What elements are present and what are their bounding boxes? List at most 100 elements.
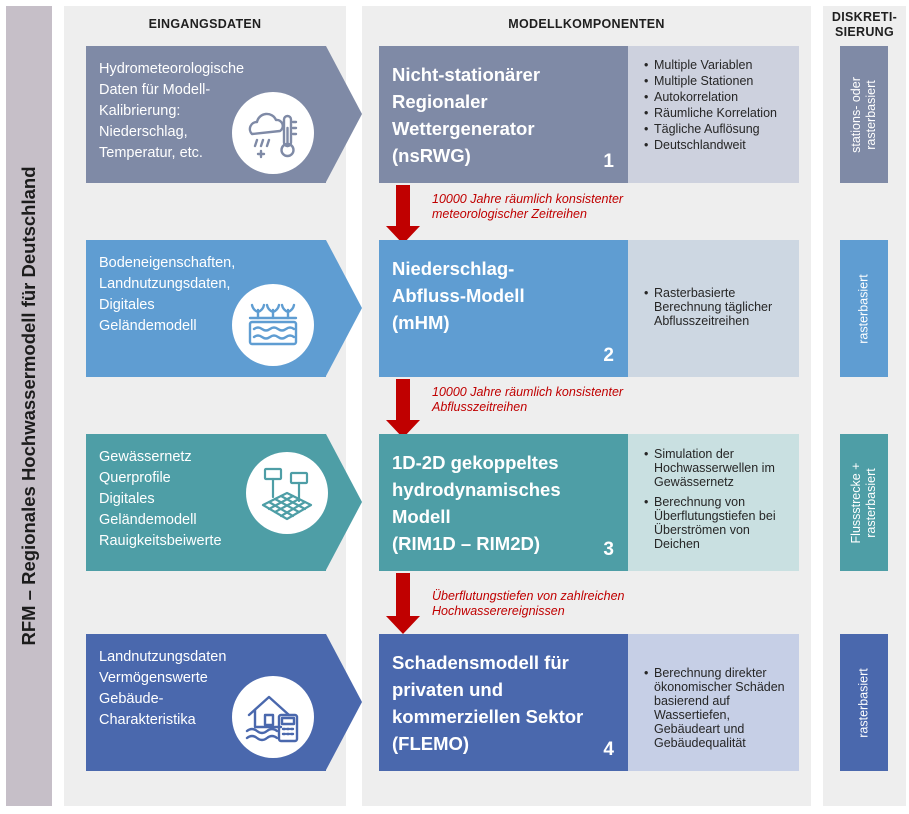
arrow-label-line: 10000 Jahre räumlich konsistenter xyxy=(432,192,624,206)
models-header: MODELLKOMPONENTEN xyxy=(508,17,665,31)
input-line: Charakteristika xyxy=(99,712,196,728)
arrow-label-line: 10000 Jahre räumlich konsistenter xyxy=(432,385,624,399)
input-line: Vermögenswerte xyxy=(99,670,208,686)
input-box-weather: Hydrometeorologische Daten für Modell- K… xyxy=(86,46,362,183)
discretization-box-2: rasterbasiert xyxy=(840,240,888,377)
input-line: Hydrometeorologische xyxy=(99,61,245,77)
flow-arrow-shaft xyxy=(396,379,410,421)
model-number: 3 xyxy=(603,539,614,560)
model-title-line: privaten und xyxy=(392,679,504,700)
description-item: Berechnung von Überflutungstiefen bei Üb… xyxy=(644,495,791,551)
discretization-box-3: Flussstrecke + rasterbasiert xyxy=(840,434,888,571)
inputs-header: EINGANGSDATEN xyxy=(148,17,262,31)
input-line: Geländemodell xyxy=(99,512,197,528)
model-title: Niederschlag- Abfluss-Modell (mHM) xyxy=(392,255,622,336)
input-line: Gebäude- xyxy=(99,691,164,707)
model-number: 4 xyxy=(603,739,614,760)
input-box-pointer xyxy=(326,634,362,770)
discretization-header-line1: DISKRETI- xyxy=(831,10,898,24)
input-line: Gewässernetz xyxy=(99,449,192,465)
soil-plants-icon xyxy=(232,284,314,366)
input-box-landuse: Landnutzungsdaten Vermögenswerte Gebäude… xyxy=(86,634,362,771)
input-line: Kalibrierung: xyxy=(99,103,181,119)
model-title-line: kommerziellen Sektor xyxy=(392,706,584,727)
discretization-box-4: rasterbasiert xyxy=(840,634,888,771)
model-title-line: Abfluss-Modell xyxy=(392,285,525,306)
flow-arrow-label: Überflutungstiefen von zahlreichen Hochw… xyxy=(432,589,624,619)
input-line: Landnutzungsdaten, xyxy=(99,276,231,292)
description-box-nsrwg: Multiple Variablen Multiple Stationen Au… xyxy=(628,46,799,183)
input-line: Digitales xyxy=(99,297,155,313)
flow-arrow-head xyxy=(386,616,420,634)
input-box-river-network: Gewässernetz Querprofile Digitales Gelän… xyxy=(86,434,362,571)
input-line: Digitales xyxy=(99,491,155,507)
flow-arrow-shaft xyxy=(396,185,410,227)
model-number: 1 xyxy=(603,151,614,172)
model-title-line: hydrodynamisches xyxy=(392,479,561,500)
flow-arrow-label: 10000 Jahre räumlich konsistenter Abflus… xyxy=(432,385,623,415)
input-line: Daten für Modell- xyxy=(99,82,211,98)
model-box-flemo: Schadensmodell für privaten und kommerzi… xyxy=(379,634,628,771)
arrow-label-line: Überflutungstiefen von zahlreichen xyxy=(432,589,625,603)
input-line: Querprofile xyxy=(99,470,171,486)
model-box-rim: 1D-2D gekoppeltes hydrodynamisches Model… xyxy=(379,434,628,571)
arrow-label-line: meteorologischer Zeitreihen xyxy=(432,207,587,221)
description-item: Räumliche Korrelation xyxy=(644,106,789,120)
model-box-nsrwg: Nicht-stationärer Regionaler Wettergener… xyxy=(379,46,628,183)
discretization-line: rasterbasiert xyxy=(856,273,871,344)
model-title-line: Schadensmodell für xyxy=(392,652,569,673)
model-title-line: Nicht-stationärer xyxy=(392,64,541,85)
discretization-box-1: stations- oder rasterbasiert xyxy=(840,46,888,183)
input-line: Rauigkeitsbeiwerte xyxy=(99,533,222,549)
model-title-line: Modell xyxy=(392,506,451,527)
house-calculator-icon xyxy=(232,676,314,758)
weather-thermometer-icon xyxy=(232,92,314,174)
sidebar-title: RFM – Regionales Hochwassermodell für De… xyxy=(18,166,39,646)
discretization-line: rasterbasiert xyxy=(864,467,878,538)
input-line: Bodeneigenschaften, xyxy=(99,255,236,271)
discretization-line: rasterbasiert xyxy=(864,79,878,150)
model-box-mhm: Niederschlag- Abfluss-Modell (mHM) 2 xyxy=(379,240,628,377)
flow-arrow-label: 10000 Jahre räumlich konsistenter meteor… xyxy=(432,192,623,222)
model-title-line: (nsRWG) xyxy=(392,145,471,166)
flow-arrow-head xyxy=(386,226,420,244)
flow-arrow-head xyxy=(386,420,420,438)
description-item: Simulation der Hochwasserwellen im Gewäs… xyxy=(644,447,791,489)
discretization-line: stations- oder xyxy=(849,76,863,153)
input-box-soil: Bodeneigenschaften, Landnutzungsdaten, D… xyxy=(86,240,362,377)
description-box-rim: Simulation der Hochwasserwellen im Gewäs… xyxy=(628,434,799,571)
model-number: 2 xyxy=(603,345,614,366)
discretization-header-line2: SIERUNG xyxy=(834,25,895,39)
input-line: Niederschlag, xyxy=(99,124,188,140)
arrow-label-line: Hochwasserereignissen xyxy=(432,604,565,618)
description-item: Rasterbasierte Berechnung täglicher Abfl… xyxy=(644,286,789,328)
model-title: Nicht-stationärer Regionaler Wettergener… xyxy=(392,61,622,169)
model-title-line: Regionaler xyxy=(392,91,488,112)
model-title: 1D-2D gekoppeltes hydrodynamisches Model… xyxy=(392,449,622,557)
input-box-pointer xyxy=(326,434,362,570)
description-box-flemo: Berechnung direkter ökonomischer Schäden… xyxy=(628,634,799,771)
model-title-line: (mHM) xyxy=(392,312,450,333)
model-title-line: Niederschlag- xyxy=(392,258,515,279)
model-title-line: (RIM1D – RIM2D) xyxy=(392,533,541,554)
model-title: Schadensmodell für privaten und kommerzi… xyxy=(392,649,622,757)
description-item: Autokorrelation xyxy=(644,90,789,104)
description-item: Tägliche Auflösung xyxy=(644,122,789,136)
input-line: Geländemodell xyxy=(99,318,197,334)
discretization-line: Flussstrecke + xyxy=(849,462,863,543)
input-line: Landnutzungsdaten xyxy=(99,649,227,665)
model-title-line: 1D-2D gekoppeltes xyxy=(392,452,559,473)
sidebar: RFM – Regionales Hochwassermodell für De… xyxy=(6,6,52,806)
flow-arrow-shaft xyxy=(396,573,410,617)
arrow-label-line: Abflusszeitreihen xyxy=(432,400,528,414)
description-item: Deutschlandweit xyxy=(644,138,789,152)
description-item: Berechnung direkter ökonomischer Schäden… xyxy=(644,666,789,750)
input-line: Temperatur, etc. xyxy=(99,145,203,161)
discretization-header: DISKRETI- SIERUNG xyxy=(823,10,906,40)
description-box-mhm: Rasterbasierte Berechnung täglicher Abfl… xyxy=(628,240,799,377)
input-box-pointer xyxy=(326,46,362,182)
discretization-line: rasterbasiert xyxy=(856,667,871,738)
grid-terrain-icon xyxy=(246,452,328,534)
input-box-pointer xyxy=(326,240,362,376)
description-item: Multiple Stationen xyxy=(644,74,789,88)
